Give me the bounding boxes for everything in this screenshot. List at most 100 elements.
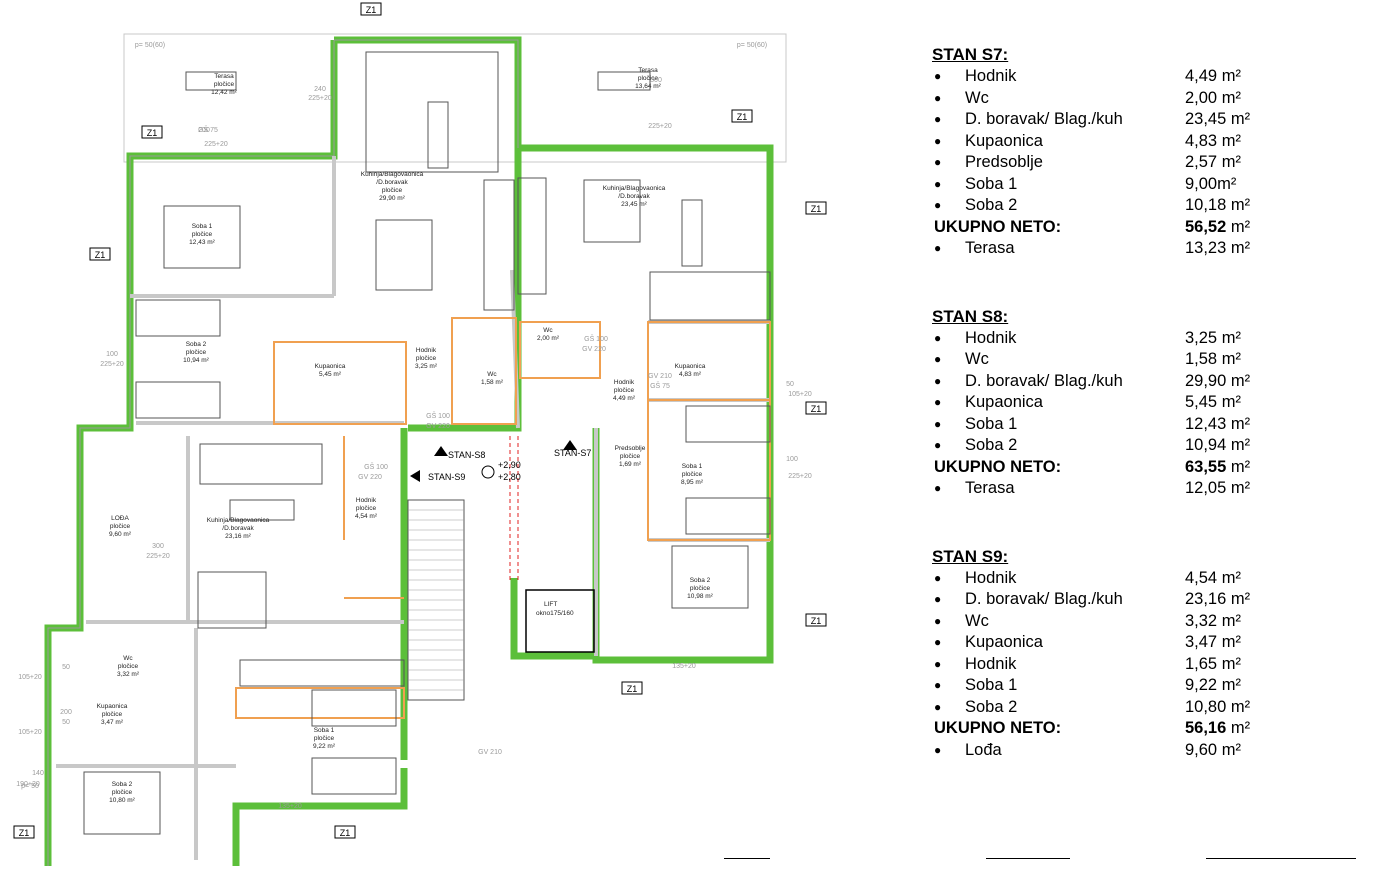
room-area: 23,16 m²	[1185, 590, 1251, 608]
total-label: UKUPNO NETO:	[934, 719, 1062, 737]
z1-tag: Z1	[366, 5, 377, 15]
total-unit: m²	[1226, 719, 1251, 737]
bullet-icon: ●	[934, 699, 942, 714]
room-area: 3,32 m²	[1185, 611, 1241, 630]
bullet-icon: ●	[934, 69, 942, 83]
room-label-hodnik-s9: Hodnik	[356, 497, 377, 504]
bullet-icon: ●	[934, 570, 942, 585]
stan-s9-marker: STAN-S9	[428, 472, 465, 482]
room-label-soba2-s8: 10,94 m²	[183, 357, 209, 364]
dimension-label: 300	[152, 543, 164, 550]
dimension-label: 200	[60, 709, 72, 716]
room-area: 13,23 m²	[1185, 239, 1251, 257]
area-row: ● Wc 3,32 m²	[932, 611, 1372, 633]
bullet-icon: ●	[934, 635, 942, 649]
room-label-kuhinja-s9: Kuhinja/Blagovaonica	[207, 517, 270, 524]
room-area: 9,22 m²	[1185, 676, 1241, 694]
room-label-predsoblje-s7: 1,69 m²	[619, 461, 642, 468]
dimension-label: 135+20	[672, 663, 696, 670]
level-upper: +2,90	[498, 460, 521, 470]
dimension-label: 190+20	[16, 781, 40, 788]
room-label-kuhinja-s7: Kuhinja/Blagovaonica	[603, 185, 666, 192]
dimension-label: 240	[314, 86, 326, 93]
room-area: 9,00m²	[1185, 174, 1237, 193]
room-area: 4,54 m²	[1185, 568, 1241, 587]
room-label-hodnik-s8: pločice	[416, 355, 437, 362]
room-label-kuhinja-s8: 29,90 m²	[379, 195, 405, 202]
z1-tag: Z1	[811, 404, 822, 414]
room-label-soba1-s9: 9,22 m²	[313, 743, 336, 750]
room-label-soba1-s8: Soba 1	[192, 223, 213, 230]
room-name: Soba 2	[965, 436, 1018, 454]
room-label-soba1-s9: Soba 1	[314, 727, 335, 734]
room-name: Wc	[965, 88, 989, 107]
room-name: D. boravak/ Blag./kuh	[965, 371, 1123, 390]
bullet-icon: ●	[934, 613, 942, 628]
dimension-label: 105+20	[18, 729, 42, 736]
total-row: UKUPNO NETO:56,52 m²	[932, 217, 1372, 239]
room-area: 29,90 m²	[1185, 371, 1251, 390]
z1-tag: Z1	[811, 204, 822, 214]
room-area: 10,80 m²	[1185, 697, 1251, 716]
room-name: Lođa	[965, 740, 1002, 759]
room-name: Kupaonica	[965, 131, 1043, 150]
stan-s7-marker: STAN-S7	[554, 448, 591, 458]
dimension-label: GV 220	[582, 346, 606, 353]
room-area: 23,45 m²	[1185, 110, 1251, 128]
dimension-label: p= 50	[21, 783, 39, 790]
room-label-hodnik-s9: pločice	[356, 505, 377, 512]
room-label-loda-s9: LOĐA	[111, 515, 129, 522]
room-label-terasa-s7: pločice	[638, 75, 659, 82]
dimension-label: GŠ 75	[650, 381, 670, 390]
stan-s8-marker: STAN-S8	[448, 450, 485, 460]
room-name: Kupaonica	[965, 633, 1043, 651]
dimension-label: 105+20	[18, 674, 42, 681]
room-label-loda-s9: 9,60 m²	[109, 531, 132, 538]
dimension-label: GV 220	[426, 423, 450, 430]
room-label-soba1-s7: Soba 1	[682, 463, 703, 470]
dimension-label: 100	[106, 351, 118, 358]
room-label-kupaonica-s8: Kupaonica	[315, 363, 346, 370]
room-label-kupaonica-s9: Kupaonica	[97, 703, 128, 710]
room-label-hodnik-s7: 4,49 m²	[613, 395, 636, 402]
room-label-terasa-s8: Terasa	[214, 73, 234, 80]
room-label-kuhinja-s7: /D.boravak	[618, 193, 650, 200]
bullet-icon: ●	[934, 352, 942, 366]
room-label-soba2-s7: 10,98 m²	[687, 593, 713, 600]
lift-label: LIFT	[544, 601, 557, 608]
bullet-icon: ●	[934, 395, 942, 409]
dimension-label: 225+20	[308, 95, 332, 102]
room-name: Wc	[965, 611, 989, 630]
bullet-icon: ●	[934, 155, 942, 169]
z1-tag: Z1	[737, 112, 748, 122]
dimension-label: 100	[786, 456, 798, 463]
room-label-soba2-s7: pločice	[690, 585, 711, 592]
room-name: Soba 1	[965, 174, 1018, 193]
room-name: Wc	[965, 350, 989, 368]
room-label-kuhinja-s9: 23,16 m²	[225, 533, 251, 540]
dimension-label: 50	[62, 664, 70, 671]
dimension-label: GŠ 100	[584, 334, 608, 343]
dimension-label: GŠ 100	[426, 411, 450, 420]
room-label-hodnik-s9: 4,54 m²	[355, 513, 378, 520]
total-unit: m²	[1226, 217, 1251, 236]
z1-tag: Z1	[811, 616, 822, 626]
dimension-label: 225+20	[146, 553, 170, 560]
z1-tag: Z1	[627, 684, 638, 694]
room-name: D. boravak/ Blag./kuh	[965, 590, 1123, 608]
dimension-labels: p= 50(60)p= 50(60)240225+20200225+203002…	[16, 42, 812, 810]
room-label-kuhinja-s8: Kuhinja/Blagovaonica	[361, 171, 424, 178]
bullet-icon: ●	[934, 656, 942, 671]
bullet-icon: ●	[934, 481, 942, 495]
total-label: UKUPNO NETO:	[934, 217, 1062, 236]
